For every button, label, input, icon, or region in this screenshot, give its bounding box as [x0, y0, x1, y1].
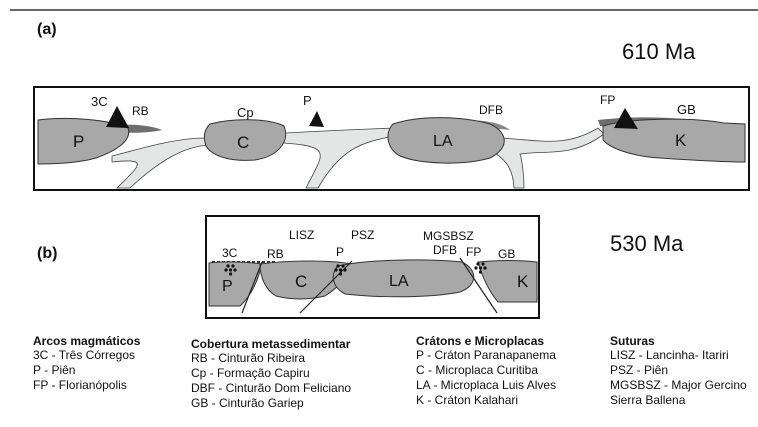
panel-b-label: (b): [37, 245, 57, 263]
panel-a-label-cp: Cp: [237, 105, 254, 120]
legend-item: DBF - Cinturão Dom Feliciano: [191, 381, 351, 396]
panel-a-block-label-c: C: [237, 133, 249, 152]
legend-item: MGSBSZ - Major Gercino: [610, 378, 758, 393]
legend-cratons: Crátons e Microplacas P - Cráton Paranap…: [416, 334, 556, 408]
legend-item: LISZ - Lancinha- Itariri: [610, 348, 758, 363]
legend-item: 3C - Três Córregos: [33, 348, 140, 363]
legend-title: Suturas: [610, 334, 758, 348]
legend-title: Cobertura metassedimentar: [191, 337, 351, 351]
panel-a-label-dfb: DFB: [479, 103, 503, 117]
legend-item: RB - Cinturão Ribeira: [191, 351, 351, 366]
panel-b-label-dfb: DFB: [433, 243, 457, 257]
panel-b-label-fp: FP: [466, 245, 481, 259]
panel-b-label-psz: PSZ: [351, 228, 374, 242]
panel-a-label: (a): [37, 21, 57, 39]
legend-cobertura: Cobertura metassedimentar RB - Cinturão …: [191, 337, 351, 411]
legend-item: FP - Florianópolis: [33, 378, 140, 393]
legend-item: Sierra Ballena: [610, 393, 758, 408]
legend-item: Cp - Formação Capiru: [191, 366, 351, 381]
panel-b-block-label-k: K: [517, 272, 529, 291]
legend-item: GB - Cinturão Gariep: [191, 396, 351, 411]
panel-b-block-label-p: P: [222, 278, 233, 295]
panel-a-label-gb: GB: [677, 102, 696, 117]
panel-b-label-gb: GB: [498, 247, 515, 261]
panel-a-block-label-la: LA: [433, 133, 453, 150]
panel-b-label-rb: RB: [267, 247, 284, 261]
legend-item: K - Cráton Kalahari: [416, 393, 556, 408]
panel-b-label-mgsbsz: MGSBSZ: [423, 229, 474, 243]
panel-a-block-label-p: P: [73, 132, 84, 151]
panel-b-age: 530 Ma: [610, 231, 683, 257]
panel-a-age: 610 Ma: [622, 39, 695, 65]
panel-b-label-lisz: LISZ: [289, 228, 314, 242]
panel-a-label-3c: 3C: [91, 94, 108, 109]
panel-b-label-3c: 3C: [222, 246, 238, 260]
legend-arcos: Arcos magmáticos 3C - Três Córregos P - …: [33, 334, 140, 393]
legend-title: Arcos magmáticos: [33, 334, 140, 348]
legend-item: P - Cráton Paranapanema: [416, 348, 556, 363]
legend-title: Crátons e Microplacas: [416, 334, 556, 348]
panel-b-label-p-arc: P: [336, 245, 344, 259]
legend-item: PSZ - Piên: [610, 363, 758, 378]
panel-a-label-fp: FP: [600, 93, 615, 107]
legend-suturas: Suturas LISZ - Lancinha- Itariri PSZ - P…: [610, 334, 758, 408]
panel-a-block-label-k: K: [675, 131, 687, 150]
legend-item: P - Piên: [33, 363, 140, 378]
panel-b-block-label-la: LA: [389, 273, 409, 290]
panel-a-label-rb: RB: [132, 104, 149, 118]
panel-a-label-p-arc: P: [303, 93, 312, 108]
panel-b-block-label-c: C: [295, 272, 307, 291]
legend-item: LA - Microplaca Luis Alves: [416, 378, 556, 393]
legend-item: C - Microplaca Curitiba: [416, 363, 556, 378]
